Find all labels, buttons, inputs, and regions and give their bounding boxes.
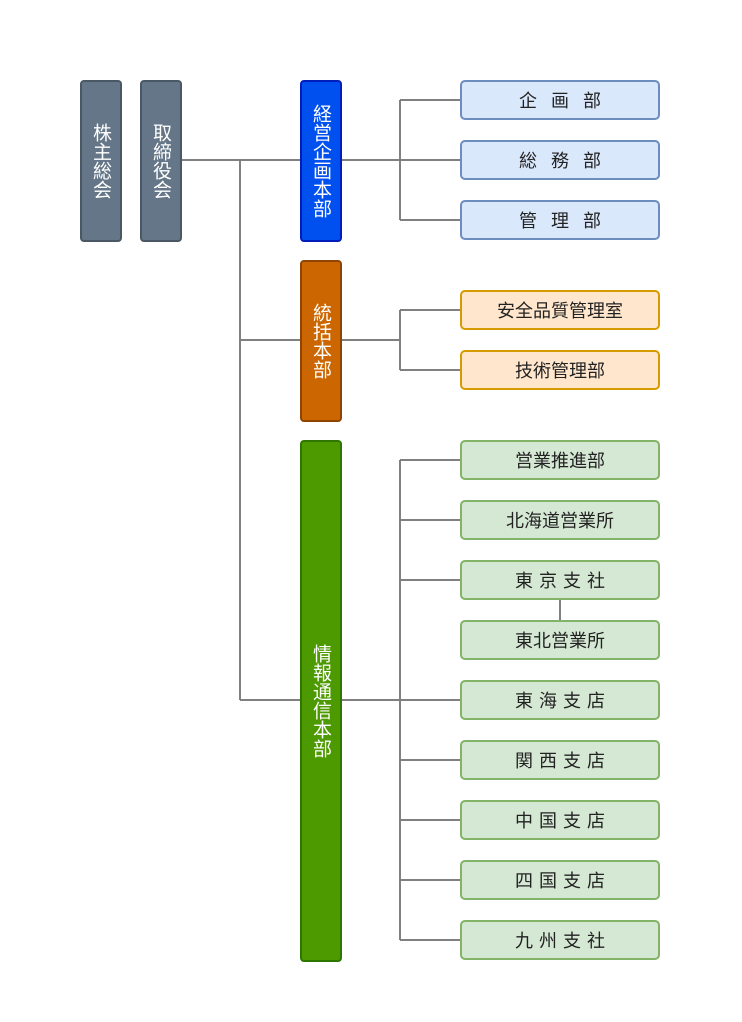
planning-division-box: 経営企画本部 <box>300 80 342 242</box>
department-box: 管理部 <box>460 200 660 240</box>
department-label: 関西支店 <box>515 751 611 772</box>
department-box: 総務部 <box>460 140 660 180</box>
it-division-label: 情報通信本部 <box>310 644 332 758</box>
department-box: 九州支社 <box>460 920 660 960</box>
department-label: 営業推進部 <box>515 451 605 472</box>
planning-division-label: 経営企画本部 <box>310 104 332 218</box>
board-of-directors-label: 取締役会 <box>150 123 172 199</box>
department-label: 北海道営業所 <box>506 511 614 532</box>
shareholders-meeting-label: 株主総会 <box>90 123 112 199</box>
department-label: 管理部 <box>519 211 615 232</box>
it-division-box: 情報通信本部 <box>300 440 342 962</box>
department-box: 中国支店 <box>460 800 660 840</box>
department-label: 東海支店 <box>515 691 611 712</box>
department-label: 九州支社 <box>515 931 611 952</box>
department-label: 中国支店 <box>515 811 611 832</box>
department-label: 技術管理部 <box>515 361 605 382</box>
control-division-box: 統括本部 <box>300 260 342 422</box>
department-box: 企画部 <box>460 80 660 120</box>
department-box: 安全品質管理室 <box>460 290 660 330</box>
department-box: 東北営業所 <box>460 620 660 660</box>
department-label: 総務部 <box>519 151 615 172</box>
department-box: 東海支店 <box>460 680 660 720</box>
department-box: 営業推進部 <box>460 440 660 480</box>
department-label: 東北営業所 <box>515 631 605 652</box>
control-division-label: 統括本部 <box>310 303 332 379</box>
department-box: 技術管理部 <box>460 350 660 390</box>
department-box: 関西支店 <box>460 740 660 780</box>
board-of-directors-box: 取締役会 <box>140 80 182 242</box>
department-box: 東京支社 <box>460 560 660 600</box>
department-box: 北海道営業所 <box>460 500 660 540</box>
department-label: 企画部 <box>519 91 615 112</box>
department-box: 四国支店 <box>460 860 660 900</box>
department-label: 東京支社 <box>515 571 611 592</box>
department-label: 四国支店 <box>515 871 611 892</box>
shareholders-meeting-box: 株主総会 <box>80 80 122 242</box>
department-label: 安全品質管理室 <box>497 301 623 322</box>
